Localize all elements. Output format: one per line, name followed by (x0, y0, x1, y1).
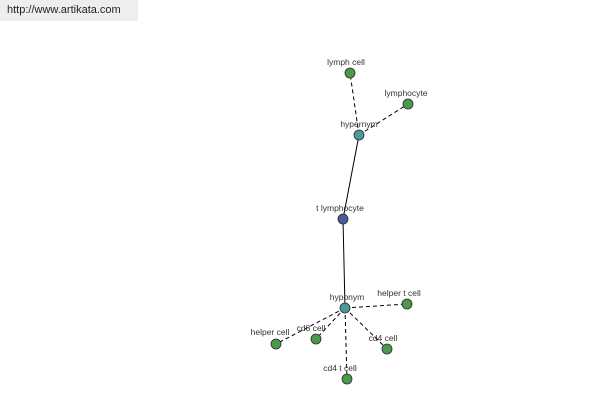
label-helper-cell[interactable]: helper cell (251, 327, 290, 337)
edge-hyponym-cd4_cell (344, 307, 388, 350)
label-t-lymphocyte[interactable]: t lymphocyte (316, 203, 364, 213)
node-helper-t-cell[interactable] (401, 298, 413, 310)
edge-hyponym-helper_t_cell (344, 303, 408, 309)
edge-hyponym-cd4_t_cell (344, 307, 348, 380)
edges-layer (275, 72, 409, 380)
label-cd4-cell[interactable]: cd4 cell (369, 333, 398, 343)
node-cd8-cell[interactable] (310, 333, 322, 345)
label-helper-t-cell[interactable]: helper t cell (377, 288, 421, 298)
edge-t_lymphocyte-hypernym (342, 134, 360, 220)
node-lymph-cell[interactable] (344, 67, 356, 79)
node-hyponym[interactable] (339, 302, 351, 314)
label-cd4-t-cell[interactable]: cd4 t cell (323, 363, 357, 373)
node-helper-cell[interactable] (270, 338, 282, 350)
label-lymphocyte[interactable]: lymphocyte (385, 88, 428, 98)
node-cd4-t-cell[interactable] (341, 373, 353, 385)
node-t-lymphocyte[interactable] (337, 213, 349, 225)
edge-hyponym-cd8_cell (315, 307, 346, 340)
node-lymphocyte[interactable] (402, 98, 414, 110)
labels-layer: t lymphocyte hypernym hyponym lymph cell lym… (251, 57, 428, 373)
edge-t_lymphocyte-hyponym (342, 218, 346, 309)
label-cd8-cell[interactable]: cd8 cell (297, 323, 326, 333)
label-hyponym[interactable]: hyponym (330, 292, 365, 302)
edge-hypernym-lymph_cell (349, 72, 360, 136)
nodes-layer (270, 67, 414, 385)
node-cd4-cell[interactable] (381, 343, 393, 355)
watermark-url[interactable]: http://www.artikata.com (0, 0, 138, 21)
label-hypernym[interactable]: hypernym (340, 119, 377, 129)
edge-hyponym-helper_cell (275, 307, 346, 345)
node-hypernym[interactable] (353, 129, 365, 141)
edge-hypernym-lymphocyte (358, 103, 409, 136)
label-lymph-cell[interactable]: lymph cell (327, 57, 365, 67)
